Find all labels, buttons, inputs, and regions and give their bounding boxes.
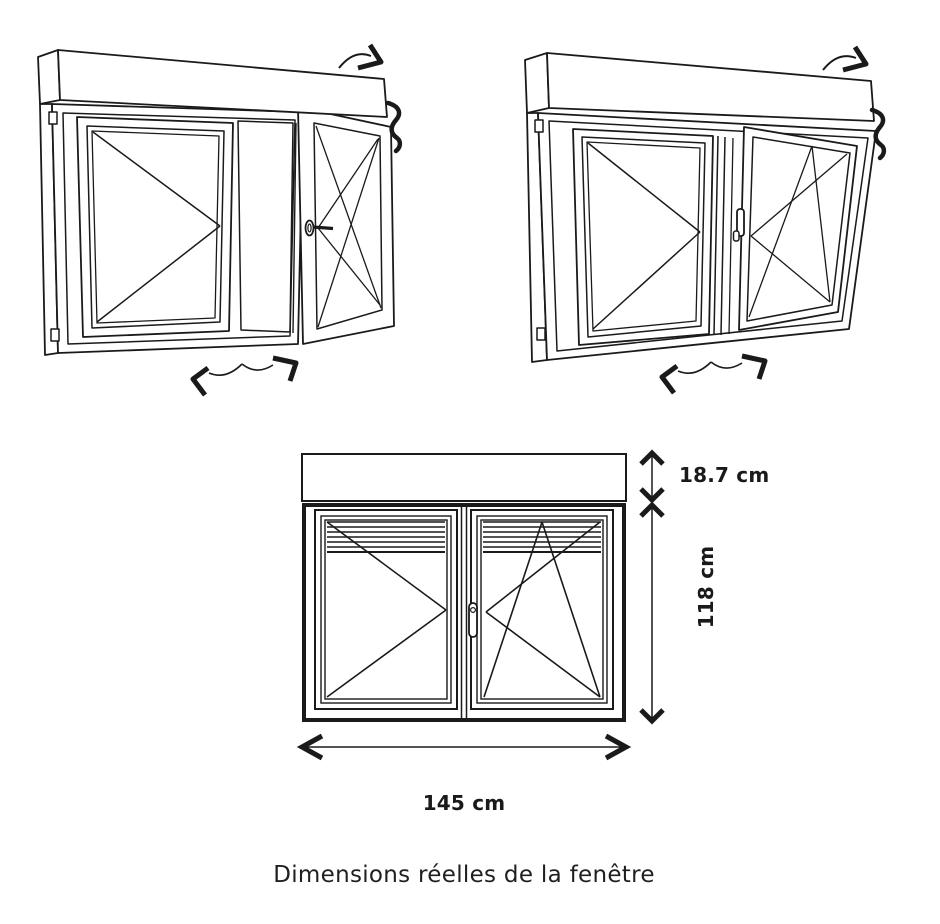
hinge-icon	[534, 119, 544, 133]
roller-shutter-box	[37, 49, 388, 118]
left-sash	[314, 509, 458, 710]
rotate-arrow-icon	[822, 45, 869, 73]
hinge-icon	[48, 111, 58, 125]
box-height-arrow	[639, 449, 665, 504]
box-height-label: 18.7 cm	[679, 463, 770, 487]
window-height-label: 118 cm	[694, 545, 718, 629]
hinge-icon	[536, 327, 546, 341]
mullion	[713, 135, 734, 336]
window-width-label: 145 cm	[422, 791, 506, 815]
window-height-arrow	[639, 501, 665, 725]
squiggle-arrow-icon	[385, 100, 403, 154]
left-sash	[76, 116, 234, 338]
tilt-window-illustration	[524, 45, 887, 395]
rotate-arrow-icon	[338, 43, 384, 71]
hinge-icon	[50, 328, 60, 342]
open-window-illustration	[37, 43, 403, 397]
roller-shutter-box	[301, 453, 627, 502]
window-frame	[302, 503, 626, 722]
window-handle-icon	[468, 602, 478, 638]
swing-arrows-icon	[190, 355, 299, 397]
open-sash	[297, 106, 395, 345]
front-elevation-diagram	[301, 453, 627, 722]
blind-slats	[483, 521, 601, 553]
window-handle-icon	[732, 208, 745, 242]
blind-slats	[327, 521, 445, 553]
figure-caption: Dimensions réelles de la fenêtre	[273, 862, 655, 888]
dimension-arrows	[296, 449, 665, 761]
swing-arrows-icon	[659, 353, 768, 395]
open-aperture	[237, 120, 297, 334]
window-handle-icon	[304, 219, 334, 237]
window-width-arrow	[296, 733, 632, 761]
roller-shutter-box	[524, 52, 875, 122]
squiggle-arrow-icon	[869, 107, 887, 161]
left-sash	[572, 128, 714, 346]
tilted-sash	[732, 126, 858, 331]
